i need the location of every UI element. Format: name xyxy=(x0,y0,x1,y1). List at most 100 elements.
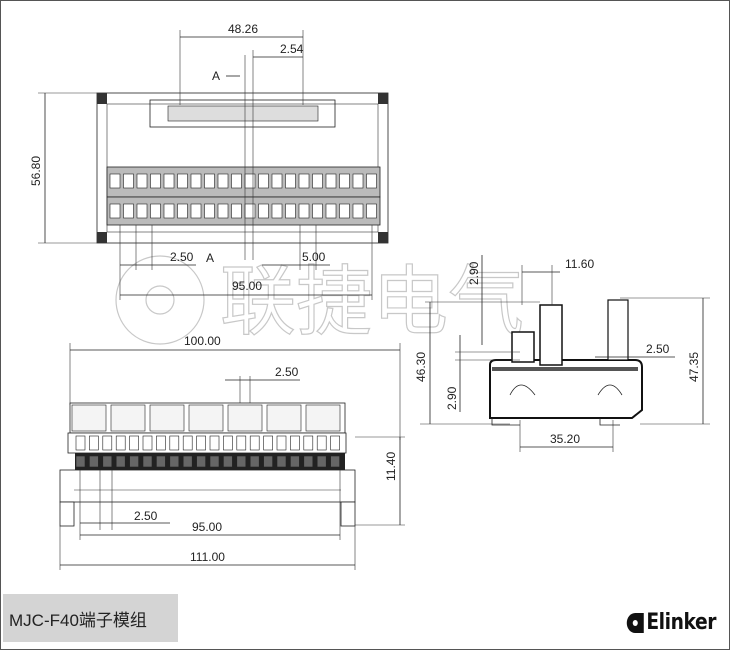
terminal-clamp xyxy=(142,435,153,451)
terminal-clamp-lower xyxy=(196,455,206,468)
watermark-logo-center xyxy=(145,285,175,315)
terminal-screw xyxy=(204,203,215,219)
terminal-clamp xyxy=(276,435,287,451)
terminal-screw xyxy=(136,203,148,219)
terminal-clamp-lower xyxy=(223,455,233,468)
terminal-clamp xyxy=(156,435,166,451)
terminal-screw xyxy=(325,203,337,219)
rail-end-br xyxy=(378,232,388,243)
side-view: 46.30 47.35 2.90 11.60 2.50 2.90 35.20 xyxy=(414,255,710,452)
relay-block xyxy=(266,404,302,432)
dim-pitch-a: 2.50 xyxy=(170,250,194,264)
rail-end-tr xyxy=(378,93,388,104)
dim-height: 56.80 xyxy=(29,156,43,186)
relay-block xyxy=(188,404,224,432)
terminal-screw xyxy=(150,203,161,219)
relay-block xyxy=(110,404,146,432)
terminal-clamp-lower xyxy=(142,455,153,468)
terminal-clamp-lower xyxy=(249,455,260,468)
terminal-screw xyxy=(244,173,256,189)
terminal-clamp-lower xyxy=(129,455,139,468)
dim-pitch-b: 5.00 xyxy=(302,250,326,264)
end-bracket-right xyxy=(340,501,356,527)
terminal-clamp xyxy=(249,435,260,451)
terminal-screw xyxy=(258,173,269,189)
dim-rail: 35.20 xyxy=(550,432,580,446)
terminal-row-upper xyxy=(106,166,381,198)
terminal-screw xyxy=(123,203,134,219)
dim-width-header: 48.26 xyxy=(228,22,258,36)
rail-end-tl xyxy=(97,93,107,104)
terminal-clamp-lower xyxy=(75,455,86,468)
terminal-clamp xyxy=(129,435,139,451)
terminal-clamp xyxy=(263,435,273,451)
terminal-screw xyxy=(231,173,242,189)
terminal-clamp-lower xyxy=(330,455,340,468)
top-body-outline xyxy=(96,92,389,244)
terminal-clamp xyxy=(196,435,206,451)
dim-offset-bottom: 2.90 xyxy=(445,386,459,410)
side-housing xyxy=(489,359,643,419)
terminal-screw xyxy=(325,173,337,189)
header-pins xyxy=(167,105,319,122)
terminal-clamp-lower xyxy=(89,455,99,468)
terminal-clamp-lower xyxy=(276,455,287,468)
terminal-screw xyxy=(312,203,323,219)
dim-overall-top: 100.00 xyxy=(184,334,221,348)
terminal-screw xyxy=(339,203,350,219)
model-title: MJC-F40端子模组 xyxy=(3,594,178,642)
terminal-screw xyxy=(109,173,121,189)
terminal-screw xyxy=(109,203,121,219)
terminal-screw xyxy=(285,173,296,189)
dim-length-front: 95.00 xyxy=(192,520,222,534)
watermark-logo-icon xyxy=(115,255,205,345)
terminal-screw xyxy=(285,203,296,219)
terminal-screw xyxy=(217,173,229,189)
terminal-row-lower xyxy=(106,196,381,226)
terminal-clamp xyxy=(102,435,113,451)
relay-block xyxy=(71,404,107,432)
section-mark-top: A xyxy=(212,69,220,83)
terminal-screw xyxy=(190,203,202,219)
terminal-clamp xyxy=(236,435,247,451)
dim-pitch-bottom: 2.50 xyxy=(134,509,158,523)
header-connector xyxy=(149,99,336,128)
front-view: 100.00 2.50 11.40 2.50 95.00 111.00 xyxy=(59,334,405,570)
terminal-screw xyxy=(271,203,283,219)
section-mark-bottom: A xyxy=(206,251,214,265)
relay-block xyxy=(227,404,263,432)
terminal-clamp xyxy=(209,435,220,451)
side-terminal-short xyxy=(511,331,535,363)
terminal-screw xyxy=(366,173,377,189)
watermark: 联捷电气 xyxy=(115,255,525,347)
terminal-screw xyxy=(312,173,323,189)
terminal-clamp xyxy=(223,435,233,451)
terminal-screw xyxy=(217,203,229,219)
terminal-screw xyxy=(298,173,310,189)
terminal-clamp xyxy=(75,435,86,451)
terminal-clamp-lower xyxy=(169,455,180,468)
terminal-clamp-lower xyxy=(209,455,220,468)
side-terminal-tall xyxy=(539,304,563,366)
terminal-clamp-lower xyxy=(102,455,113,468)
terminal-clamp-lower xyxy=(115,455,126,468)
terminal-screw xyxy=(150,173,161,189)
terminal-clamp xyxy=(89,435,99,451)
brand-name: Elinker xyxy=(646,610,716,635)
terminal-clamp-lower xyxy=(156,455,166,468)
terminal-clamp xyxy=(182,435,193,451)
rail-end-bl xyxy=(97,232,107,243)
terminal-screw xyxy=(298,203,310,219)
dim-pitch-top: 2.50 xyxy=(275,365,299,379)
side-pcb xyxy=(492,367,638,371)
relay-block xyxy=(149,404,185,432)
terminal-screw xyxy=(123,173,134,189)
terminal-screw xyxy=(258,203,269,219)
terminal-clamp xyxy=(115,435,126,451)
terminal-clamp-lower xyxy=(182,455,193,468)
terminal-screw xyxy=(244,203,256,219)
terminal-screw xyxy=(163,173,175,189)
terminal-screw xyxy=(352,203,364,219)
relay-block xyxy=(305,404,341,432)
dim-offset-top: 2.90 xyxy=(467,261,481,285)
